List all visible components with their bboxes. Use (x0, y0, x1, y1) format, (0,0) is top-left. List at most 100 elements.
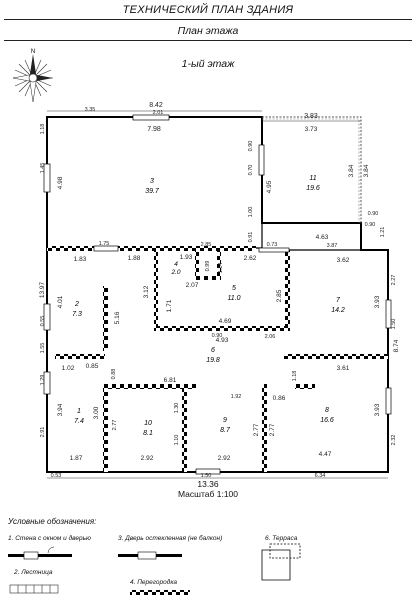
dim-w-262: 2.62 (244, 255, 257, 262)
dim-w-681: 6.81 (164, 377, 177, 384)
room-1-number: 1 (77, 408, 81, 415)
subtitle-rule (4, 40, 412, 41)
dim-right-384b: 3.84 (363, 164, 370, 177)
dim-mid-495: 4.95 (266, 180, 273, 193)
dim-v-055: 0.55 (40, 316, 46, 327)
dim-v-291: 2.91 (40, 427, 46, 438)
legend-stairs-icon (9, 584, 59, 594)
dim-w-099: 0.99 (205, 261, 211, 272)
dim-w-387: 3.87 (327, 243, 338, 249)
dim-w-463: 4.63 (316, 234, 329, 241)
dim-v-1397: 13.97 (39, 281, 46, 298)
dim-top-left-sub2: 2.01 (153, 110, 164, 116)
room-8-area: 16.6 (320, 417, 334, 424)
dim-left-498: 4.98 (57, 176, 64, 189)
room-5-area: 11.0 (227, 295, 240, 302)
dim-v-277c: 2.77 (269, 423, 276, 436)
legend-partition-icon (130, 590, 190, 595)
room-11-number: 11 (309, 175, 316, 182)
room-4-number: 4 (174, 261, 178, 268)
room-3-number: 3 (150, 178, 154, 185)
dim-v-171: 1.71 (166, 299, 173, 312)
dim-left-145: 1.45 (40, 163, 46, 174)
dimension-lines (47, 110, 388, 479)
north-label: N (31, 49, 35, 55)
dim-w-292a: 2.92 (141, 455, 154, 462)
dim-v-277a: 2.77 (112, 420, 118, 431)
room-4-area: 2.0 (170, 269, 180, 276)
dim-mid-091: 0.91 (248, 232, 254, 243)
dim-w-193: 1.93 (180, 254, 193, 261)
room-2-number: 2 (74, 301, 79, 308)
room-9-number: 9 (223, 417, 227, 424)
room-10-number: 10 (144, 420, 152, 427)
dim-v-393b: 3.93 (374, 403, 381, 416)
dim-w-175: 1.75 (99, 241, 110, 247)
dim-w-493: 4.93 (216, 337, 229, 344)
room-10-area: 8.1 (143, 430, 153, 437)
dim-w-292b: 2.92 (218, 455, 231, 462)
dim-w-285: 2.85 (201, 242, 212, 248)
dim-w-207: 2.07 (186, 282, 199, 289)
dim-v-110: 1.10 (174, 435, 180, 446)
dim-r-090b: 0.90 (365, 222, 376, 228)
dim-v-277b: 2.77 (253, 423, 260, 436)
dim-v-114: 1.14 (218, 263, 224, 274)
dim-w-183: 1.83 (74, 256, 87, 263)
openings (43, 114, 392, 475)
dim-w-188: 1.88 (128, 255, 141, 262)
dim-v-874: 8.74 (393, 339, 400, 352)
dim-top-left-sub1: 3.35 (85, 107, 96, 113)
room-7-area: 14.2 (331, 307, 345, 314)
dim-w-053: 0.53 (51, 473, 62, 479)
dim-v-227: 2.27 (391, 275, 397, 286)
dim-w-361: 3.61 (337, 365, 350, 372)
legend-item-partition: 4. Перегородка (130, 579, 178, 586)
dim-w-206: 2.06 (265, 334, 276, 340)
scale-total-dimension: 13.36 (197, 479, 219, 489)
dim-v-285: 2.85 (276, 289, 283, 302)
dim-w-447: 4.47 (319, 451, 332, 458)
dim-v-516: 5.16 (114, 311, 121, 324)
dim-top-right-total: 3.83 (304, 113, 318, 120)
legend-wall-icon (8, 546, 72, 560)
dim-v-118b: 1.18 (292, 371, 298, 382)
dim-room3-width: 7.98 (147, 126, 161, 133)
dim-v-155: 1.55 (40, 343, 46, 354)
room-6-number: 6 (211, 347, 215, 354)
room-3-area: 39.7 (145, 188, 160, 195)
room-2-area: 7.3 (72, 311, 82, 318)
terrace-outline (262, 116, 362, 223)
dim-v-401: 4.01 (57, 295, 64, 308)
dim-w-187: 1.87 (70, 455, 83, 462)
dim-r-121: 1.21 (380, 227, 386, 238)
dim-w-090: 0.90 (212, 333, 223, 339)
compass-rose-icon: N (12, 49, 53, 103)
room-5-number: 5 (232, 285, 236, 292)
dim-r-090a: 0.90 (368, 211, 379, 217)
dim-w-102: 1.02 (62, 365, 75, 372)
legend-item-glazed-door: 3. Дверь остекленная (не балкон) (118, 535, 223, 542)
title-rule (4, 19, 412, 20)
legend-glazed-door-icon (118, 551, 182, 560)
dim-w-634: 6.34 (315, 473, 326, 479)
dim-top-right-inner: 3.73 (305, 126, 318, 133)
dim-left-118: 1.18 (40, 124, 46, 135)
dim-v-300: 3.00 (93, 406, 100, 419)
dim-w-150: 1.50 (201, 473, 212, 479)
dim-right-384a: 3.84 (348, 164, 355, 177)
dim-v-129: 1.29 (40, 375, 46, 386)
dim-w-088: 0.88 (111, 369, 117, 380)
dim-v-394: 3.94 (57, 403, 64, 416)
dim-v-130: 1.30 (174, 403, 180, 414)
dim-v-232: 2.32 (391, 435, 397, 446)
document-subtitle: План этажа (177, 25, 239, 37)
dim-top-left-total: 8.42 (149, 102, 163, 109)
document-title: ТЕХНИЧЕСКИЙ ПЛАН ЗДАНИЯ (122, 4, 294, 16)
legend-item-wall: 1. Стена с окном и дверью (8, 535, 91, 542)
dim-w-192: 1.92 (231, 394, 242, 400)
legend-symbols (8, 543, 301, 595)
partition-walls (47, 246, 388, 472)
legend-terrace-icon (261, 543, 301, 581)
legend-item-terrace: 6. Терраса (265, 535, 298, 542)
